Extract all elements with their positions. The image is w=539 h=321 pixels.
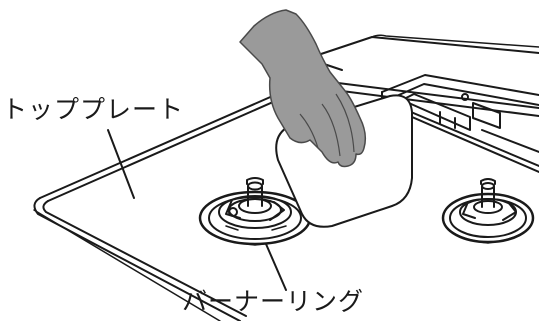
- rear-panel: [318, 35, 539, 70]
- leader-line-burner-ring: [266, 244, 286, 290]
- label-top-plate: トッププレート: [2, 97, 184, 122]
- burner-ring-right: [443, 179, 533, 243]
- label-burner-ring: バーナーリング: [182, 289, 364, 314]
- gloved-hand-icon: [240, 10, 365, 167]
